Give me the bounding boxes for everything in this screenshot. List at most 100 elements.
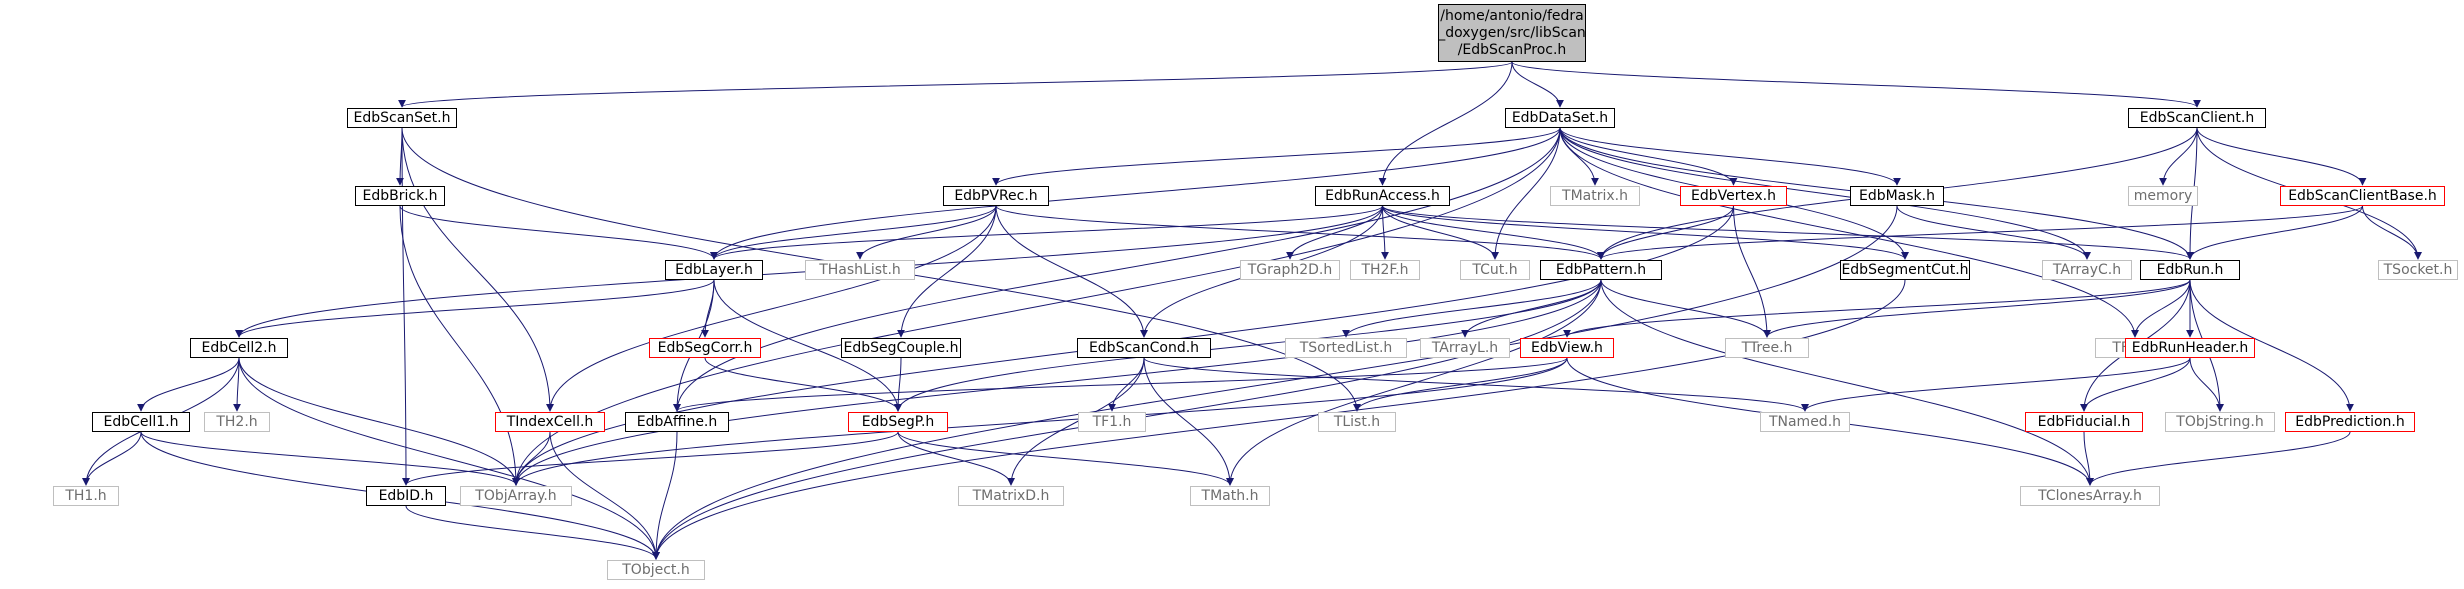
node-t-array-l: TArrayL.h [1420, 338, 1510, 358]
edge-EdbRunAccess-to-TCut [1382, 205, 1499, 260]
edge-EdbAffine-to-TObject [652, 431, 678, 560]
node-t-named: TNamed.h [1760, 412, 1850, 432]
node-edb-scan-set[interactable]: EdbScanSet.h [347, 108, 457, 128]
edge-root-to-EdbDataSet [1511, 61, 1564, 108]
edge-root-to-EdbRunAccess [1378, 61, 1513, 186]
edge-EdbPattern-to-TArrayL [1461, 279, 1602, 338]
edge-EdbScanClient-to-memory [2159, 127, 2198, 186]
edge-EdbSegP-to-EdbID [402, 431, 899, 486]
node-edb-scan-client-base[interactable]: EdbScanClientBase.h [2280, 186, 2445, 206]
node-edb-brick[interactable]: EdbBrick.h [355, 186, 445, 206]
node-edb-run[interactable]: EdbRun.h [2140, 260, 2240, 280]
edge-EdbMask-to-TArrayC [1896, 205, 2091, 260]
edge-EdbScanClient-to-EdbScanClientBase [2196, 127, 2367, 186]
edge-EdbDataSet-to-TArrayC [1559, 127, 2091, 260]
edge-EdbRun-to-TTree [1763, 279, 2191, 338]
edge-TIndexCell-to-TObjArray [512, 431, 551, 486]
edge-EdbScanCond-to-TMatrixD [1007, 357, 1145, 486]
node-edb-i-d[interactable]: EdbID.h [366, 486, 446, 506]
edge-EdbDataSet-to-TCut [1491, 127, 1561, 260]
edge-EdbCell2-to-EdbCell1 [137, 357, 240, 412]
node-t-socket: TSocket.h [2378, 260, 2458, 280]
edge-EdbDataSet-to-EdbLayer [710, 127, 1561, 260]
edge-EdbCell2-to-TObject [238, 357, 660, 560]
node-t-h2: TH2.h [204, 412, 270, 432]
node-edb-run-header[interactable]: EdbRunHeader.h [2125, 338, 2255, 358]
edge-EdbMask-to-TObject [652, 205, 1898, 560]
node-edb-view[interactable]: EdbView.h [1520, 338, 1614, 358]
edge-EdbPVRec-to-TIndexCell [546, 205, 997, 412]
edge-EdbSegP-to-TMath [897, 431, 1234, 486]
node-edb-affine[interactable]: EdbAffine.h [625, 412, 729, 432]
node-t-sorted-list: TSortedList.h [1285, 338, 1407, 358]
edge-EdbCell1-to-TH1 [82, 431, 142, 486]
edge-EdbPattern-to-EdbSegP [894, 279, 1602, 412]
node-edb-segment-cut[interactable]: EdbSegmentCut.h [1840, 260, 1970, 280]
edge-EdbRunHeader-to-TObjString [2189, 357, 2224, 412]
edge-EdbSegCorr-to-EdbSegP [704, 357, 902, 412]
edge-EdbView-to-TObjArray [512, 357, 1568, 486]
edge-EdbLayer-to-EdbSegP [713, 279, 902, 412]
node-edb-p-v-rec[interactable]: EdbPVRec.h [943, 186, 1049, 206]
edge-EdbSegCouple-to-EdbSegP [894, 357, 903, 412]
edge-EdbPrediction-to-TClonesArray [2086, 431, 2351, 486]
node-edb-cell2[interactable]: EdbCell2.h [190, 338, 288, 358]
node-edb-vertex[interactable]: EdbVertex.h [1680, 186, 1787, 206]
node-t-hash-list: THashList.h [805, 260, 915, 280]
edge-EdbPVRec-to-EdbScanCond [995, 205, 1148, 338]
edge-EdbPattern-to-TSortedList [1342, 279, 1602, 338]
edge-EdbScanClientBase-to-TSocket [2362, 205, 2422, 260]
node-edb-seg-corr[interactable]: EdbSegCorr.h [649, 338, 761, 358]
edge-EdbCell1-to-TObjArray [140, 431, 520, 486]
node-t-obj-array: TObjArray.h [460, 486, 572, 506]
edge-EdbScanSet-to-EdbID [401, 127, 410, 486]
node-t-matrix: TMatrix.h [1550, 186, 1640, 206]
node-edb-mask[interactable]: EdbMask.h [1850, 186, 1944, 206]
edge-EdbRunAccess-to-EdbPattern [1382, 205, 1605, 260]
edge-EdbPVRec-to-EdbPattern [995, 205, 1605, 260]
node-edb-layer[interactable]: EdbLayer.h [665, 260, 763, 280]
edge-EdbVertex-to-TTree [1733, 205, 1771, 338]
edge-EdbRun-to-EdbView [1563, 279, 2191, 338]
edge-EdbScanCond-to-TMath [1143, 357, 1234, 486]
edge-EdbRunAccess-to-TGraph2D [1286, 205, 1383, 260]
edge-root-to-EdbScanSet [398, 61, 1513, 108]
node-t-index-cell[interactable]: TIndexCell.h [495, 412, 605, 432]
node-edb-data-set[interactable]: EdbDataSet.h [1505, 108, 1615, 128]
node-edb-seg-couple[interactable]: EdbSegCouple.h [841, 338, 961, 358]
edge-root-to-EdbScanClient [1511, 61, 2201, 108]
node-edb-scan-client[interactable]: EdbScanClient.h [2128, 108, 2266, 128]
edge-EdbScanClientBase-to-EdbPattern [1597, 205, 2363, 260]
node-edb-seg-p[interactable]: EdbSegP.h [848, 412, 948, 432]
node-t-h2-f: TH2F.h [1350, 260, 1420, 280]
edge-EdbPVRec-to-EdbLayer [710, 205, 997, 260]
node-t-graph2-d: TGraph2D.h [1240, 260, 1340, 280]
node-t-cut: TCut.h [1460, 260, 1530, 280]
node-edb-fiducial[interactable]: EdbFiducial.h [2025, 412, 2143, 432]
node-edb-pattern[interactable]: EdbPattern.h [1540, 260, 1662, 280]
node-edb-scan-cond[interactable]: EdbScanCond.h [1077, 338, 1211, 358]
node-t-object: TObject.h [607, 560, 705, 580]
edge-EdbRunAccess-to-EdbRun [1382, 205, 2194, 260]
edge-EdbDataSet-to-EdbMask [1559, 127, 1901, 186]
edge-EdbPattern-to-TObjArray [512, 279, 1602, 486]
node-t-math: TMath.h [1190, 486, 1270, 506]
edge-TIndexCell-to-TObject [549, 431, 660, 560]
edge-EdbPVRec-to-EdbSegCouple [897, 205, 997, 338]
edge-EdbScanCond-to-TNamed [1143, 357, 1809, 412]
node-t-f1: TF1.h [1078, 412, 1146, 432]
node-t-clones-array: TClonesArray.h [2020, 486, 2160, 506]
edge-EdbPVRec-to-THashList [856, 205, 997, 260]
node-edb-prediction[interactable]: EdbPrediction.h [2285, 412, 2415, 432]
node-memory: memory [2128, 186, 2198, 206]
node-edb-run-access[interactable]: EdbRunAccess.h [1315, 186, 1450, 206]
edge-EdbScanSet-to-TIndexCell [401, 127, 554, 412]
edge-EdbDataSet-to-TFile [1559, 127, 2139, 338]
node-t-tree: TTree.h [1725, 338, 1809, 358]
edge-EdbPattern-to-TMath [1226, 279, 1602, 486]
edge-EdbView-to-EdbAffine [673, 357, 1568, 412]
edge-EdbDataSet-to-EdbAffine [673, 127, 1561, 412]
node-edb-cell1[interactable]: EdbCell1.h [92, 412, 190, 432]
node-root[interactable]: /home/antonio/fedra _doxygen/src/libScan… [1438, 4, 1586, 62]
